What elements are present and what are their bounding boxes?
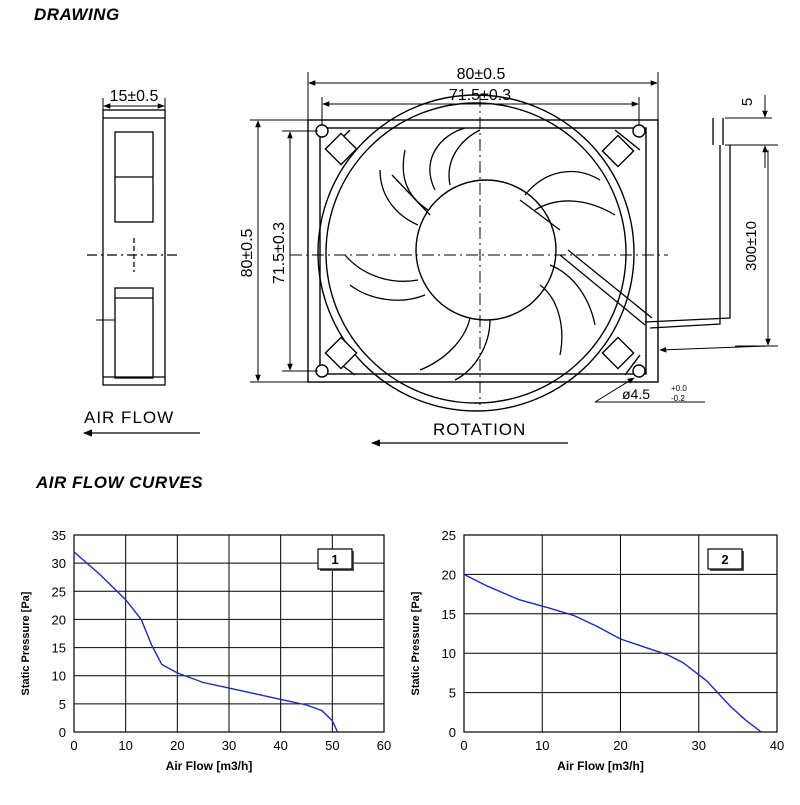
- hole-spacing-h-dimension: 71.5±0.3: [321, 87, 640, 125]
- fan-front-frame: [307, 94, 659, 412]
- x-tick-label: 10: [535, 738, 549, 753]
- hole-diameter-callout: ø4.5 +0.0 -0.2: [594, 377, 705, 403]
- hole-tol-upper-label: +0.0: [671, 384, 687, 393]
- fan-blades: [344, 127, 616, 381]
- curve-number: 2: [721, 552, 728, 567]
- y-tick-label: 25: [442, 528, 456, 543]
- airflow-indicator: AIR FLOW: [83, 408, 200, 437]
- y-tick-label: 20: [52, 612, 66, 627]
- y-tick-label: 0: [449, 725, 456, 740]
- outer-height-label: 80±0.5: [239, 228, 256, 277]
- rotation-indicator: ROTATION: [371, 420, 568, 447]
- lead-length-dimension: 300±10: [659, 144, 778, 353]
- lead-length-label: 300±10: [743, 221, 760, 271]
- x-tick-label: 50: [325, 738, 339, 753]
- wire-strip-label: 5: [739, 98, 756, 106]
- y-tick-label: 30: [52, 556, 66, 571]
- series-line: [73, 551, 339, 733]
- x-axis-label: Air Flow [m3/h]: [557, 759, 644, 773]
- x-tick-label: 20: [170, 738, 184, 753]
- hole-diameter-label: ø4.5: [622, 386, 650, 402]
- y-tick-label: 0: [59, 725, 66, 740]
- x-tick-label: 40: [273, 738, 287, 753]
- rotation-label: ROTATION: [433, 420, 526, 439]
- fan-technical-drawing: 15±0.5: [83, 66, 778, 447]
- side-width-dimension: 15±0.5: [102, 88, 166, 112]
- hole-spacing-v-dimension: 71.5±0.3: [271, 130, 318, 372]
- y-tick-label: 10: [442, 646, 456, 661]
- x-tick-label: 0: [460, 738, 467, 753]
- y-axis-label: Static Pressure [Pa]: [410, 591, 422, 695]
- drawing-heading: DRAWING: [34, 5, 120, 24]
- y-tick-label: 25: [52, 584, 66, 599]
- y-tick-label: 15: [52, 641, 66, 656]
- mounting-hole-bottom-right: [632, 364, 646, 378]
- airflow-label: AIR FLOW: [84, 408, 174, 427]
- center-lines: [290, 95, 668, 405]
- outer-width-dimension: 80±0.5: [307, 66, 659, 120]
- side-width-label: 15±0.5: [110, 88, 159, 105]
- series-line: [463, 573, 762, 733]
- y-tick-label: 35: [52, 528, 66, 543]
- y-tick-label: 5: [449, 686, 456, 701]
- x-axis-label: Air Flow [m3/h]: [166, 759, 253, 773]
- outer-height-dimension: 80±0.5: [239, 119, 308, 383]
- fan-side-view: [87, 109, 180, 386]
- x-tick-label: 0: [70, 738, 77, 753]
- x-tick-label: 30: [222, 738, 236, 753]
- hole-spacing-v-label: 71.5±0.3: [271, 222, 288, 284]
- y-tick-label: 15: [442, 607, 456, 622]
- x-tick-label: 30: [692, 738, 706, 753]
- curve-number: 1: [331, 552, 338, 567]
- x-tick-label: 10: [118, 738, 132, 753]
- hole-tol-lower-label: -0.2: [671, 394, 685, 403]
- mounting-hole-top-right: [632, 124, 646, 138]
- curve-number-box: [707, 548, 743, 570]
- y-tick-label: 20: [442, 567, 456, 582]
- outer-width-label: 80±0.5: [457, 66, 506, 83]
- curve-number-box: [317, 548, 353, 570]
- airflow-curves-heading: AIR FLOW CURVES: [36, 473, 204, 492]
- y-tick-label: 10: [52, 669, 66, 684]
- y-axis-label: Static Pressure [Pa]: [20, 591, 32, 695]
- x-tick-label: 20: [613, 738, 627, 753]
- mounting-holes: [315, 124, 646, 378]
- wire-strip-dimension: 5: [725, 95, 772, 168]
- hole-spacing-h-label: 71.5±0.3: [449, 87, 511, 104]
- y-tick-label: 5: [59, 697, 66, 712]
- x-tick-label: 60: [377, 738, 391, 753]
- cable-exit: [559, 118, 731, 329]
- x-tick-label: 40: [770, 738, 784, 753]
